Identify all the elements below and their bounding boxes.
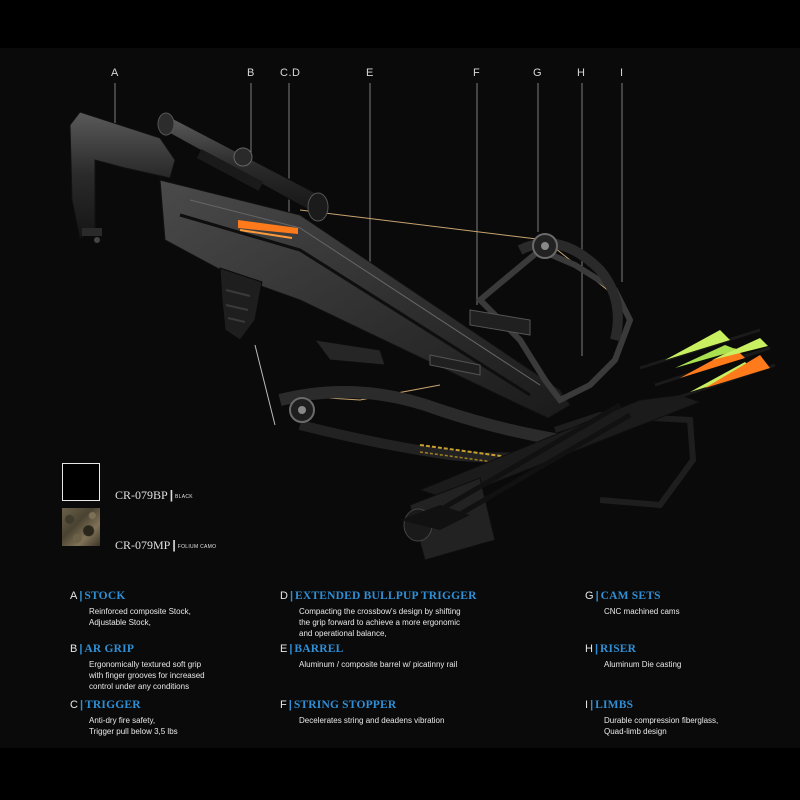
feature-stock: A|STOCK Reinforced composite Stock, Adju…: [70, 590, 280, 628]
variant-finish: BLACK: [175, 494, 193, 500]
feature-barrel: E|BARREL Aluminum / composite barrel w/ …: [280, 643, 510, 670]
scope: [157, 112, 329, 222]
feature-description: Aluminum Die casting: [604, 660, 682, 669]
callout-e: E: [366, 67, 374, 79]
callout-g: G: [533, 67, 543, 79]
variant-camo: CR-079MP|FOLIUM CAMO: [115, 538, 217, 552]
callout-leader-lines: [114, 83, 623, 356]
feature-title: TRIGGER: [85, 699, 141, 711]
variant-finish: FOLIUM CAMO: [177, 544, 217, 550]
feature-cam-sets: G|CAM SETS CNC machined cams: [585, 590, 785, 617]
feature-letter: I: [585, 699, 589, 711]
variant-model: CR-079BP: [115, 488, 168, 502]
feature-string-stopper: F|STRING STOPPER Decelerates string and …: [280, 699, 510, 726]
feature-title: RISER: [600, 643, 637, 655]
feature-description: CNC machined cams: [604, 607, 680, 616]
feature-letter: A: [70, 590, 78, 602]
feature-description: Anti-dry fire safety, Trigger pull below…: [89, 716, 178, 736]
feature-description: Reinforced composite Stock, Adjustable S…: [89, 607, 191, 627]
feature-description: Compacting the crossbow's design by shif…: [299, 607, 461, 638]
feature-description: Decelerates string and deadens vibration: [299, 716, 445, 725]
callout-b: B: [247, 67, 255, 79]
feature-title: LIMBS: [595, 699, 634, 711]
variant-black: CR-079BP|BLACK: [115, 488, 193, 502]
black-finish-swatch: [62, 463, 100, 501]
feature-letter: C: [70, 699, 78, 711]
feature-description: Aluminum / composite barrel w/ picatinny…: [299, 660, 458, 669]
callout-c-d: C.D: [280, 67, 301, 79]
feature-letter: G: [585, 590, 594, 602]
feature-description: Ergonomically textured soft grip with fi…: [89, 660, 205, 691]
bolt-fletching: [639, 328, 776, 402]
feature-limbs: I|LIMBS Durable compression fiberglass, …: [585, 699, 785, 737]
feature-letter: B: [70, 643, 78, 655]
callout-a: A: [111, 67, 119, 79]
feature-title: STRING STOPPER: [293, 699, 397, 711]
camo-finish-swatch: [62, 508, 100, 546]
feature-title: BARREL: [294, 643, 344, 655]
feature-letter: F: [280, 699, 287, 711]
feature-letter: H: [585, 643, 593, 655]
feature-letter: E: [280, 643, 288, 655]
callout-i: I: [620, 67, 624, 79]
feature-title: STOCK: [84, 590, 126, 602]
feature-letter: D: [280, 590, 288, 602]
feature-trigger: C|TRIGGER Anti-dry fire safety, Trigger …: [70, 699, 280, 737]
callout-f: F: [473, 67, 481, 79]
feature-ar-grip: B|AR GRIP Ergonomically textured soft gr…: [70, 643, 280, 692]
feature-extended-bullpup-trigger: D|EXTENDED BULLPUP TRIGGER Compacting th…: [280, 590, 510, 639]
feature-title: AR GRIP: [84, 643, 135, 655]
feature-title: EXTENDED BULLPUP TRIGGER: [295, 590, 477, 602]
variant-model: CR-079MP: [115, 538, 171, 552]
callout-h: H: [577, 67, 586, 79]
feature-riser: H|RISER Aluminum Die casting: [585, 643, 785, 670]
feature-description: Durable compression fiberglass, Quad-lim…: [604, 716, 719, 736]
feature-title: CAM SETS: [600, 590, 661, 602]
